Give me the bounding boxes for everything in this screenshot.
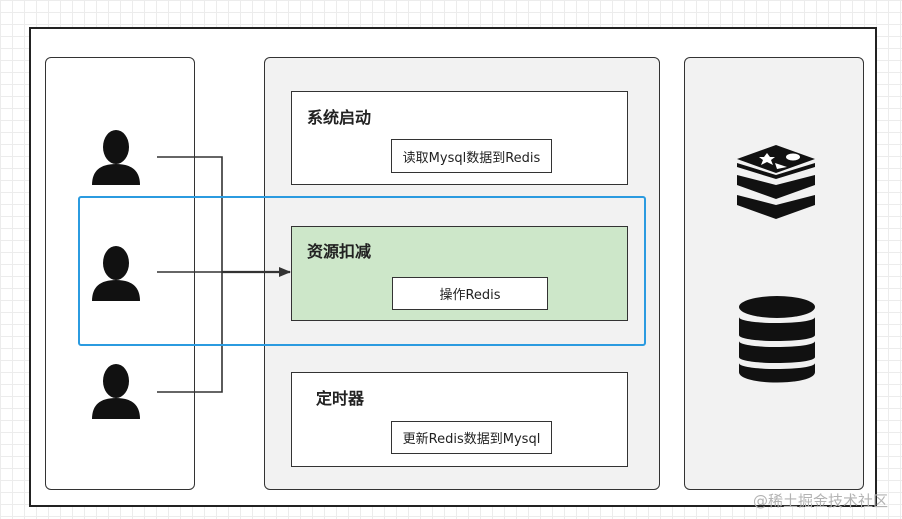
resource-deduct-box: 资源扣减 操作Redis <box>291 226 628 321</box>
load-mysql-to-redis-step: 读取Mysql数据到Redis <box>391 139 552 173</box>
timer-title: 定时器 <box>316 389 365 408</box>
operate-redis-step: 操作Redis <box>392 277 548 310</box>
redis-icon <box>737 145 815 219</box>
timer-box: 定时器 更新Redis数据到Mysql <box>291 372 628 467</box>
watermark: @稀土掘金技术社区 <box>752 492 888 510</box>
startup-box: 系统启动 读取Mysql数据到Redis <box>291 91 628 185</box>
user-icon <box>92 364 140 419</box>
sync-redis-to-mysql-step: 更新Redis数据到Mysql <box>391 421 552 454</box>
startup-title: 系统启动 <box>307 108 372 127</box>
storage-panel <box>684 57 864 490</box>
user-icon <box>92 246 140 301</box>
user-icon <box>92 130 140 185</box>
active-flow-highlight <box>78 196 646 346</box>
database-icon <box>739 296 815 383</box>
resource-deduct-title: 资源扣减 <box>307 242 372 261</box>
user-merge-line <box>157 156 223 393</box>
